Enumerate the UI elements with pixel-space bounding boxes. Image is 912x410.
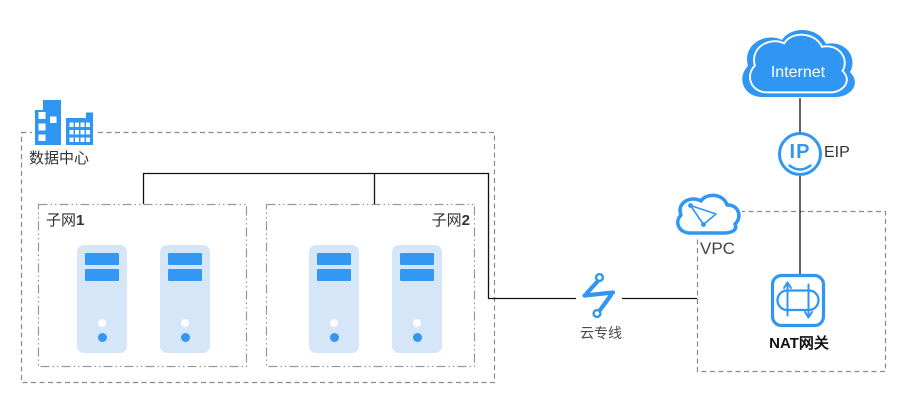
data-center-box	[20, 131, 496, 384]
subnet1-label-text: 子网	[46, 212, 77, 229]
internet-cloud-inner-outline	[749, 33, 848, 94]
server-slot-bar	[168, 269, 202, 281]
server-led-white	[330, 319, 338, 327]
server-led-blue	[329, 332, 339, 342]
internet-label: Internet	[770, 64, 826, 81]
nat-stadium	[776, 289, 820, 312]
server-led-white	[181, 319, 189, 327]
subnet2-label-text: 子网	[431, 212, 462, 229]
server-led-white	[413, 319, 421, 327]
subnet2-label-num: 2	[461, 212, 470, 229]
nat-up-arrowhead	[783, 281, 792, 289]
eip-arc	[788, 164, 812, 171]
nat-gateway-icon	[770, 273, 826, 328]
server-led-blue	[180, 332, 190, 342]
server-led-blue	[97, 332, 107, 342]
vpc-triangle	[689, 204, 717, 226]
data-center-label: 数据中心	[29, 150, 90, 167]
nat-down-arrowhead	[804, 311, 813, 319]
eip-ip-text: IP	[789, 141, 811, 163]
building-tall-tower	[35, 100, 61, 145]
subnet1-box	[37, 203, 248, 368]
eip-icon	[778, 132, 822, 176]
server-slot-bar	[400, 253, 434, 265]
server-slot-bar	[85, 253, 119, 265]
server-icon	[392, 245, 442, 353]
server-icon	[160, 245, 210, 353]
vpc-box	[696, 210, 887, 373]
subnet1-to-vpc-line	[142, 172, 697, 300]
server-slot-bar	[400, 269, 434, 281]
internet-cloud-icon	[742, 29, 855, 97]
server-slot-bar	[317, 269, 351, 281]
server-slot-bar	[317, 253, 351, 265]
server-slot-bar	[168, 253, 202, 265]
vpc-label: VPC	[700, 239, 735, 258]
nat-gateway-label: NAT网关	[769, 335, 829, 352]
subnet2-label: 子网2	[402, 209, 470, 230]
server-slot-bar	[85, 269, 119, 281]
direct-connect-label: 云专线	[580, 325, 622, 341]
subnet1-label-num: 1	[76, 212, 85, 229]
server-led-blue	[412, 332, 422, 342]
building-window-grid	[69, 122, 90, 142]
vpc-cloud-icon	[672, 193, 742, 238]
building-windows	[38, 112, 57, 141]
server-icon	[309, 245, 359, 353]
building-icon	[32, 94, 97, 147]
subnet1-label: 子网1	[46, 209, 84, 230]
building-short-tower	[66, 112, 93, 145]
direct-connect-icon	[576, 268, 622, 320]
server-icon	[77, 245, 127, 353]
server-led-white	[98, 319, 106, 327]
eip-label: EIP	[824, 144, 850, 161]
subnet2-box	[265, 203, 476, 368]
connector-lines	[142, 98, 801, 300]
